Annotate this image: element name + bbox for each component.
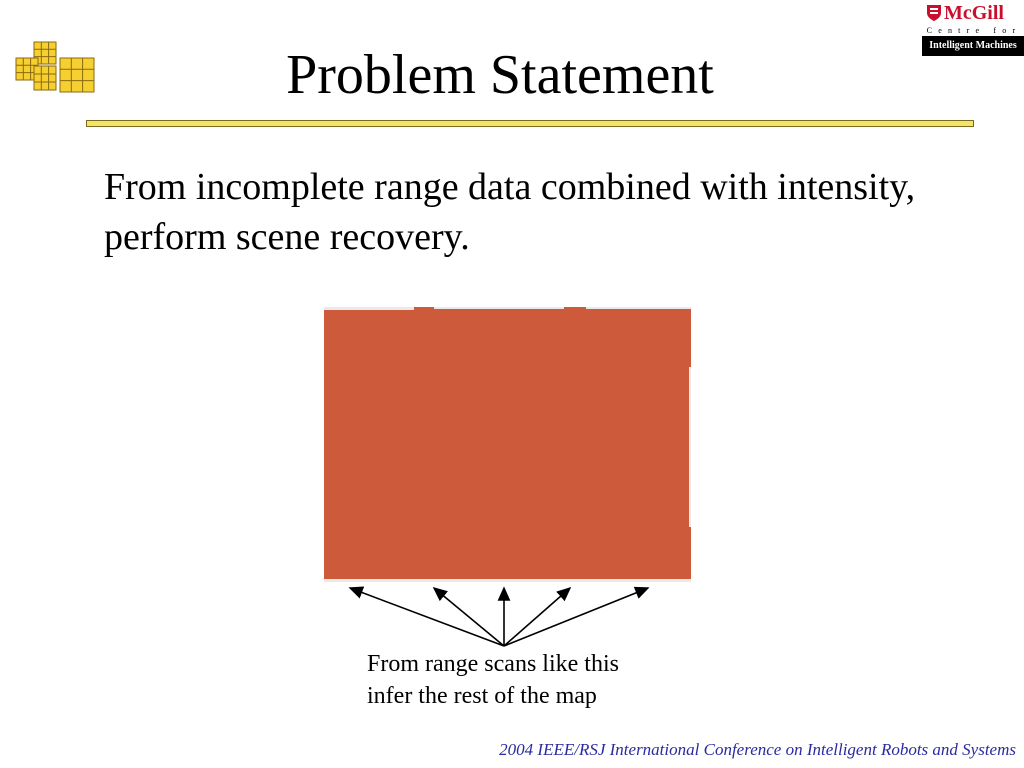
mcgill-logo: McGill Centre for Intelligent Machines: [922, 0, 1024, 56]
pointer-arrows: [348, 586, 650, 647]
caption: From range scans like this infer the res…: [367, 648, 687, 712]
crest-icon: [927, 5, 941, 21]
footer-text: 2004 IEEE/RSJ International Conference o…: [499, 740, 1016, 759]
logo-bar-text: Intelligent Machines: [922, 36, 1024, 56]
caption-line-2: infer the rest of the map: [367, 683, 597, 709]
range-scan-image: [324, 307, 691, 582]
grid-logo-icon: [15, 41, 95, 93]
title-divider: [86, 120, 974, 127]
slide-title: Problem Statement: [286, 44, 714, 106]
logo-centre-line: Centre for: [926, 26, 1022, 35]
logo-name: McGill: [944, 2, 1004, 24]
caption-line-1: From range scans like this: [367, 651, 619, 677]
body-text: From incomplete range data combined with…: [104, 166, 916, 258]
